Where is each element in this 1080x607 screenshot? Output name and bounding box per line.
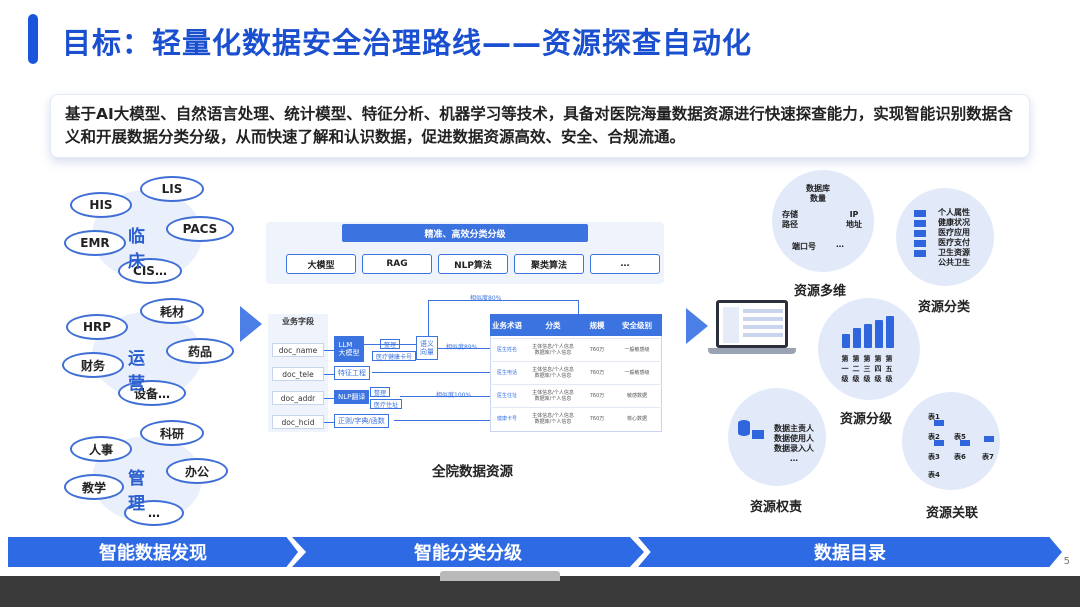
field-doc-hcid: doc_hcid (272, 415, 324, 429)
circle-relation (902, 392, 1000, 490)
owner-list: 数据主责人 数据使用人 数据录入人 … (774, 424, 814, 463)
bubble-pacs: PACS (166, 216, 234, 242)
rt-head-class: 分类 (545, 320, 561, 330)
relation-t4: 表4 (928, 471, 940, 479)
title-accent (28, 14, 38, 64)
bottom-strip (0, 576, 1080, 607)
proc-feature: 特征工程 (334, 366, 370, 380)
monitor-icon (752, 430, 764, 439)
circle-owner (728, 388, 826, 486)
proc-nlp: NLP翻译 (334, 390, 370, 404)
intro-text: 基于AI大模型、自然语言处理、统计模型、特征分析、机器学习等技术，具备对医院海量… (65, 105, 1013, 146)
caption-relation: 资源关联 (926, 506, 979, 521)
caption-hospital-data: 全院数据资源 (432, 464, 513, 480)
caption-multi: 资源多维 (794, 284, 847, 299)
bubble-finance: 财务 (62, 352, 124, 378)
bottom-tab[interactable] (440, 571, 560, 581)
circle-classify (896, 188, 994, 286)
sim-label-100: 相似度100% (436, 392, 472, 399)
multi-more: … (836, 240, 844, 249)
field-head: 业务字段 (282, 317, 314, 326)
tag-health-card: 医疗健康卡号 (372, 351, 417, 361)
cluster-ops-label: 运营 (128, 349, 145, 394)
arrow-right-1 (240, 306, 262, 342)
laptop-icon (716, 300, 788, 348)
multi-port: 端口号 (792, 242, 816, 251)
classify-list: 个人属性 健康状况 医疗应用 医疗支付 卫生资源 公共卫生 (938, 208, 970, 267)
bubble-hr: 人事 (70, 436, 132, 462)
semantic-vector: 语义 向量 (416, 336, 438, 360)
grade-levels: 第一级 第二级 第三级 第四级 第五级 (841, 355, 893, 383)
algo-more: … (590, 254, 660, 274)
bubble-hrp: HRP (66, 314, 128, 340)
multi-center: 数据库 数量 (806, 184, 830, 203)
result-table-head: 业务术语 分类 规模 安全级别 (490, 314, 662, 336)
bubble-his: HIS (70, 192, 132, 218)
relation-t6: 表6 (954, 453, 966, 461)
bubble-emr: EMR (64, 230, 126, 256)
proc-llm: LLM 大模型 (334, 336, 364, 362)
table-row: 医生住址 主体信息/个人信息 数据库/个人信息 760万 敏感数据 (490, 384, 662, 407)
bubble-drugs: 药品 (166, 338, 234, 364)
arrow-right-2 (686, 308, 708, 344)
banner-catalog: 数据目录 (638, 537, 1062, 567)
bubble-office: 办公 (166, 458, 228, 484)
circle-grade (818, 298, 920, 400)
algo-nlp: NLP算法 (438, 254, 508, 274)
caption-classify: 资源分类 (918, 300, 971, 315)
algo-rag: RAG (362, 254, 432, 274)
table-row: 医生姓名 主体信息/个人信息 数据库/个人信息 760万 一般敏感级 (490, 338, 662, 361)
rt-head-scale: 规模 (589, 320, 605, 330)
database-icon (738, 420, 750, 436)
banner-discovery: 智能数据发现 (8, 537, 298, 567)
tag-address: 医疗住址 (370, 399, 403, 409)
caption-grade: 资源分级 (840, 412, 893, 427)
page-number: 5 (1063, 556, 1070, 567)
algo-panel-title: 精准、高效分类分级 (342, 224, 588, 242)
field-doc-addr: doc_addr (272, 391, 324, 405)
field-doc-name: doc_name (272, 343, 324, 357)
bubble-cis: CIS… (118, 258, 182, 284)
table-row: 医生电话 主体信息/个人信息 数据库/个人信息 760万 一般敏感级 (490, 361, 662, 384)
tag-organize-2: 整理 (370, 387, 391, 397)
relation-t2: 表2 (928, 433, 940, 441)
cluster-mgmt-label: 管理 (128, 469, 145, 514)
algo-cluster: 聚类算法 (514, 254, 584, 274)
banner-classify: 智能分类分级 (292, 537, 644, 567)
bubble-more: … (124, 500, 184, 526)
multi-path: 存储 路径 (782, 210, 798, 229)
field-doc-tele: doc_tele (272, 367, 324, 381)
cluster-clinic-label: 临床 (128, 227, 145, 272)
multi-ip: IP 地址 (846, 210, 862, 229)
sim-label-89: 相似度89% (446, 344, 478, 351)
rt-head-level: 安全级别 (622, 320, 652, 330)
table-row: 健康卡号 主体信息/个人信息 数据库/个人信息 760万 核心数据 (490, 407, 662, 430)
relation-t7: 表7 (982, 453, 994, 461)
relation-t1: 表1 (928, 413, 940, 421)
laptop-base (708, 348, 796, 354)
rt-head-term: 业务术语 (492, 320, 522, 330)
relation-t5: 表5 (954, 433, 966, 441)
proc-regex: 正则/字典/函数 (334, 414, 389, 428)
bubble-research: 科研 (140, 420, 204, 446)
relation-t3: 表3 (928, 453, 940, 461)
bubble-lis: LIS (140, 176, 204, 202)
algo-llm: 大模型 (286, 254, 356, 274)
bubble-teaching: 教学 (64, 474, 124, 500)
sim-label-80: 相似度80% (470, 295, 502, 302)
circle-multi (772, 170, 874, 272)
intro-box: 基于AI大模型、自然语言处理、统计模型、特征分析、机器学习等技术，具备对医院海量… (50, 94, 1030, 158)
page-title: 目标：轻量化数据安全治理路线——资源探查自动化 (62, 26, 753, 60)
caption-owner: 资源权责 (750, 500, 803, 515)
bubble-equipment: 设备… (118, 380, 186, 406)
bubble-consumables: 耗材 (140, 298, 204, 324)
